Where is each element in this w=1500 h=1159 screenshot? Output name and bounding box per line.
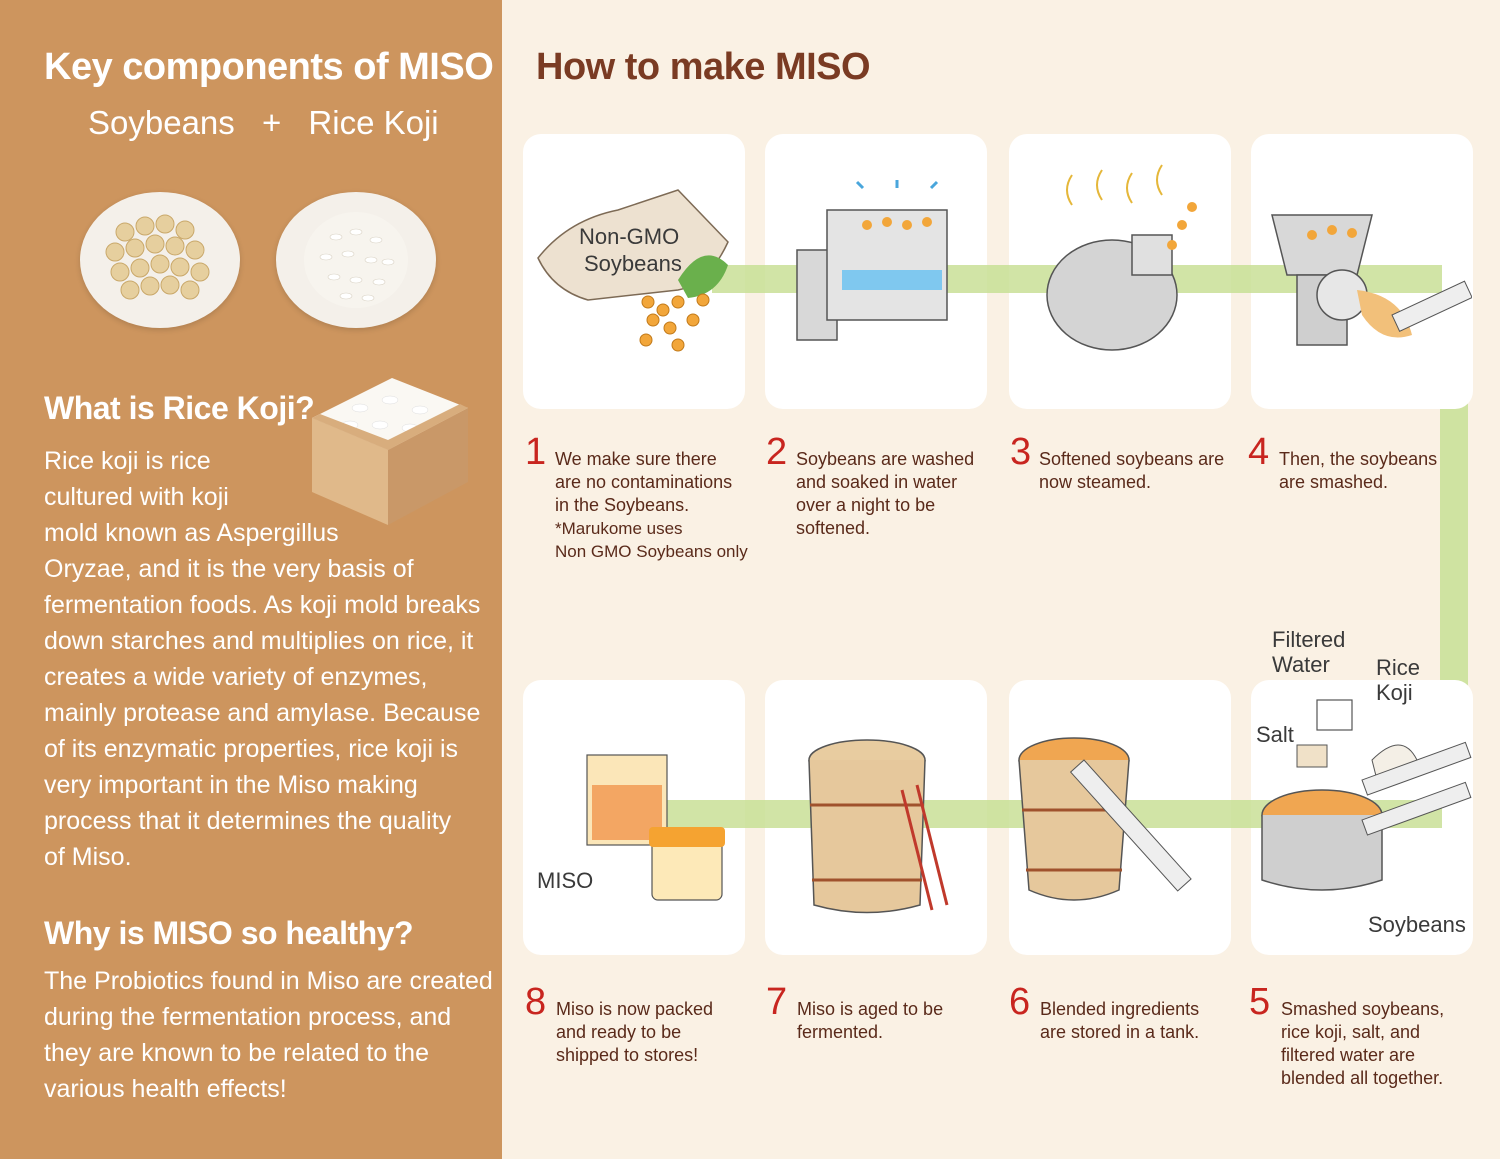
bag-label-line1: Non-GMO bbox=[579, 224, 680, 249]
right-panel: How to make MISO Non-GMO Soybeans bbox=[502, 0, 1500, 1159]
koji-line: down starches and multiplies on rice, it bbox=[44, 627, 474, 655]
step-line: are stored in a tank. bbox=[1040, 1022, 1200, 1042]
soybeans-photo bbox=[80, 192, 240, 328]
step-number: 4 bbox=[1248, 431, 1270, 473]
step-line: filtered water are bbox=[1281, 1045, 1416, 1065]
soybeans-label: Soybeans bbox=[1368, 912, 1466, 937]
filtered-water-label-1: Filtered bbox=[1272, 627, 1346, 652]
step-8-text: Miso is now packed and ready to be shipp… bbox=[556, 998, 713, 1067]
step-number: 5 bbox=[1249, 981, 1271, 1023]
koji-line: process that it determines the quality bbox=[44, 807, 452, 835]
miso-package-illustration bbox=[586, 754, 725, 901]
koji-line: Rice koji is rice bbox=[44, 447, 211, 475]
rice-koji-label-2: Koji bbox=[1376, 680, 1413, 705]
step-2-text: Soybeans are washed and soaked in water … bbox=[796, 448, 974, 540]
step-line: now steamed. bbox=[1039, 472, 1152, 492]
step-6-text: Blended ingredients are stored in a tank… bbox=[1040, 998, 1199, 1044]
step-1-text: We make sure there are no contaminations… bbox=[555, 448, 748, 563]
koji-line: very important in the Miso making bbox=[44, 771, 418, 799]
soybeans-image bbox=[105, 214, 210, 300]
blender-illustration bbox=[1261, 699, 1472, 891]
step-line: Soybeans are washed bbox=[796, 449, 975, 469]
healthy-heading: Why is MISO so healthy? bbox=[44, 915, 414, 951]
component-soybeans: Soybeans bbox=[88, 104, 235, 141]
step-line: and ready to be bbox=[556, 1022, 682, 1042]
koji-line: cultured with koji bbox=[44, 483, 229, 511]
koji-line: of Miso. bbox=[44, 843, 132, 871]
barrel-illustration bbox=[808, 739, 949, 914]
koji-line: mainly protease and amylase. Because bbox=[44, 699, 481, 727]
soybean-bag-illustration bbox=[537, 189, 729, 352]
plus-sign: + bbox=[261, 104, 282, 141]
step-line: fermented. bbox=[797, 1022, 884, 1042]
step-number: 8 bbox=[525, 981, 547, 1023]
step-line: are smashed. bbox=[1279, 472, 1389, 492]
step-3-text: Softened soybeans are now steamed. bbox=[1039, 448, 1224, 494]
step-line: blended all together. bbox=[1281, 1068, 1444, 1088]
step-line: shipped to stores! bbox=[556, 1045, 699, 1065]
rice-koji-image bbox=[304, 212, 408, 308]
components-row: Soybeans + Rice Koji bbox=[88, 104, 439, 142]
koji-line: fermentation foods. As koji mold breaks bbox=[44, 591, 481, 619]
rice-koji-photo bbox=[276, 192, 436, 328]
rice-koji-label-1: Rice bbox=[1376, 655, 1421, 680]
step-number: 7 bbox=[766, 981, 788, 1023]
component-rice-koji: Rice Koji bbox=[308, 104, 439, 141]
step-line: Smashed soybeans, bbox=[1281, 999, 1445, 1019]
koji-heading: What is Rice Koji? bbox=[44, 390, 315, 426]
healthy-line: various health effects! bbox=[44, 1075, 287, 1103]
miso-label: MISO bbox=[537, 868, 594, 893]
step-5-text: Smashed soybeans, rice koji, salt, and f… bbox=[1281, 998, 1444, 1090]
step-line: in the Soybeans. bbox=[555, 495, 690, 515]
step-line: are no contaminations bbox=[555, 472, 733, 492]
koji-line: creates a wide variety of enzymes, bbox=[44, 663, 428, 691]
step-number: 1 bbox=[525, 431, 547, 473]
step-number: 6 bbox=[1009, 981, 1031, 1023]
step-number: 3 bbox=[1010, 431, 1032, 473]
step-line: rice koji, salt, and bbox=[1281, 1022, 1421, 1042]
step-line: *Marukome uses bbox=[555, 519, 683, 538]
bag-label-line2: Soybeans bbox=[584, 251, 682, 276]
koji-box-image bbox=[312, 378, 468, 525]
healthy-line: during the fermentation process, and bbox=[44, 1003, 452, 1031]
storage-tank-illustration bbox=[1018, 737, 1192, 901]
step-number: 2 bbox=[766, 431, 788, 473]
step-line: Softened soybeans are bbox=[1039, 449, 1225, 469]
healthy-line: they are known to be related to the bbox=[44, 1039, 429, 1067]
step-line: Non GMO Soybeans only bbox=[555, 542, 748, 561]
step-line: softened. bbox=[796, 518, 871, 538]
step-4-text: Then, the soybeans are smashed. bbox=[1279, 448, 1437, 494]
step-line: and soaked in water bbox=[796, 472, 958, 492]
step-line: Blended ingredients bbox=[1040, 999, 1200, 1019]
left-panel: Key components of MISO Soybeans + Rice K… bbox=[0, 0, 502, 1159]
step-line: Miso is now packed bbox=[556, 999, 714, 1019]
step-line: over a night to be bbox=[796, 495, 936, 515]
washing-machine-illustration bbox=[796, 180, 948, 341]
how-to-title: How to make MISO bbox=[536, 46, 871, 88]
filtered-water-label-2: Water bbox=[1272, 652, 1330, 677]
koji-line: Oryzae, and it is the very basis of bbox=[44, 555, 414, 583]
healthy-line: The Probiotics found in Miso are created bbox=[44, 967, 493, 995]
step-line: We make sure there bbox=[555, 449, 717, 469]
steamer-illustration bbox=[1046, 164, 1197, 351]
key-components-title: Key components of MISO bbox=[44, 46, 494, 88]
step-line: Miso is aged to be bbox=[797, 999, 944, 1019]
salt-label: Salt bbox=[1256, 722, 1294, 747]
koji-line: of its enzymatic properties, rice koji i… bbox=[44, 735, 459, 763]
step-7-text: Miso is aged to be fermented. bbox=[797, 998, 943, 1044]
grinder-illustration bbox=[1271, 214, 1472, 346]
koji-line: mold known as Aspergillus bbox=[44, 519, 339, 547]
step-line: Then, the soybeans bbox=[1279, 449, 1438, 469]
